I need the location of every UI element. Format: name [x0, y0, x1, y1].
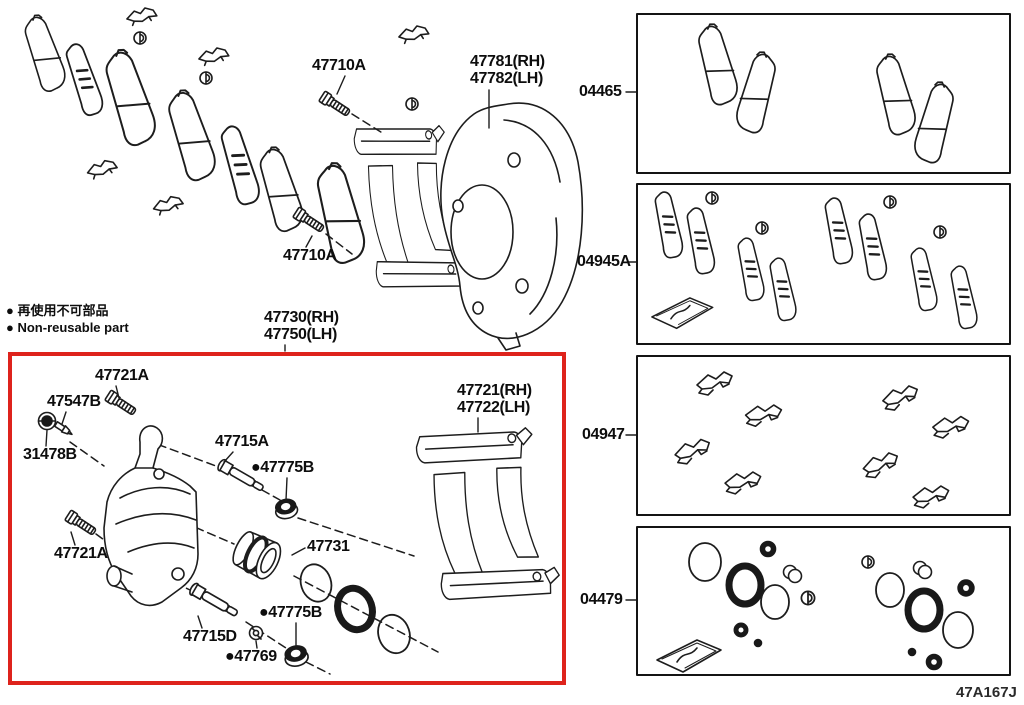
caliper-body-drawing — [103, 425, 199, 607]
part-label-47775b-top[interactable]: ●47775B — [251, 459, 314, 476]
kit-04945a-contents — [651, 189, 980, 331]
legend-en: ● Non-reusable part — [6, 320, 129, 335]
kit-04947-contents — [673, 371, 970, 511]
figure-code: 47A167J — [956, 684, 1017, 701]
dust-boot-ring-drawing — [377, 613, 411, 655]
leader-lines — [45, 75, 638, 649]
part-label-47710a-lower[interactable]: 47710A — [283, 247, 337, 264]
pad-stack-drawing — [20, 11, 308, 235]
part-label-47775b-bottom[interactable]: ●47775B — [259, 604, 322, 621]
kit-box-04465 — [636, 13, 1011, 174]
bleeder-plug-drawing — [53, 421, 73, 436]
part-label-47722-lh[interactable]: 47722(LH) — [457, 399, 530, 416]
part-label-47721-rh[interactable]: 47721(RH) — [457, 382, 532, 399]
kit-box-04947 — [636, 355, 1011, 516]
kit-label-04945a[interactable]: 04945A — [577, 253, 631, 270]
part-label-47781-rh[interactable]: 47781(RH) — [470, 53, 545, 70]
splash-shield-drawing — [440, 102, 584, 351]
highlight-selection-box — [8, 352, 566, 685]
part-label-47731[interactable]: 47731 — [307, 538, 350, 555]
kit-04479-contents — [656, 540, 975, 673]
part-label-47710a-upper[interactable]: 47710A — [312, 57, 366, 74]
piston-drawing — [232, 531, 282, 580]
part-label-47750-lh[interactable]: 47750(LH) — [264, 326, 337, 343]
part-label-47547b[interactable]: 47547B — [47, 393, 101, 410]
kit-label-04479[interactable]: 04479 — [580, 591, 623, 608]
pin-washer-drawing — [248, 625, 264, 641]
assembly-axis-dashes-top — [325, 113, 385, 255]
boot-set-ring-drawing — [299, 563, 333, 603]
kit-label-04947[interactable]: 04947 — [582, 426, 625, 443]
part-label-47782-lh[interactable]: 47782(LH) — [470, 70, 543, 87]
part-label-47721a-top[interactable]: 47721A — [95, 367, 149, 384]
bolt-47710a-lower-drawing — [291, 206, 327, 235]
kit-box-04945a — [636, 183, 1011, 345]
legend: ● 再使用不可部品 ● Non-reusable part — [6, 302, 129, 336]
kit-04465-contents — [694, 20, 958, 166]
part-label-31478b[interactable]: 31478B — [23, 446, 77, 463]
part-label-47730-rh[interactable]: 47730(RH) — [264, 309, 339, 326]
bolt-47710a-upper-drawing — [317, 90, 353, 119]
part-label-47721a-bottom[interactable]: 47721A — [54, 545, 108, 562]
legend-jp: ● 再使用不可部品 — [6, 303, 109, 318]
part-label-47715d[interactable]: 47715D — [183, 628, 237, 645]
piston-seal-drawing — [334, 584, 376, 634]
kit-label-04465[interactable]: 04465 — [579, 83, 622, 100]
part-label-47769[interactable]: ●47769 — [225, 648, 277, 665]
kit-box-04479 — [636, 526, 1011, 676]
part-label-47715a[interactable]: 47715A — [215, 433, 269, 450]
